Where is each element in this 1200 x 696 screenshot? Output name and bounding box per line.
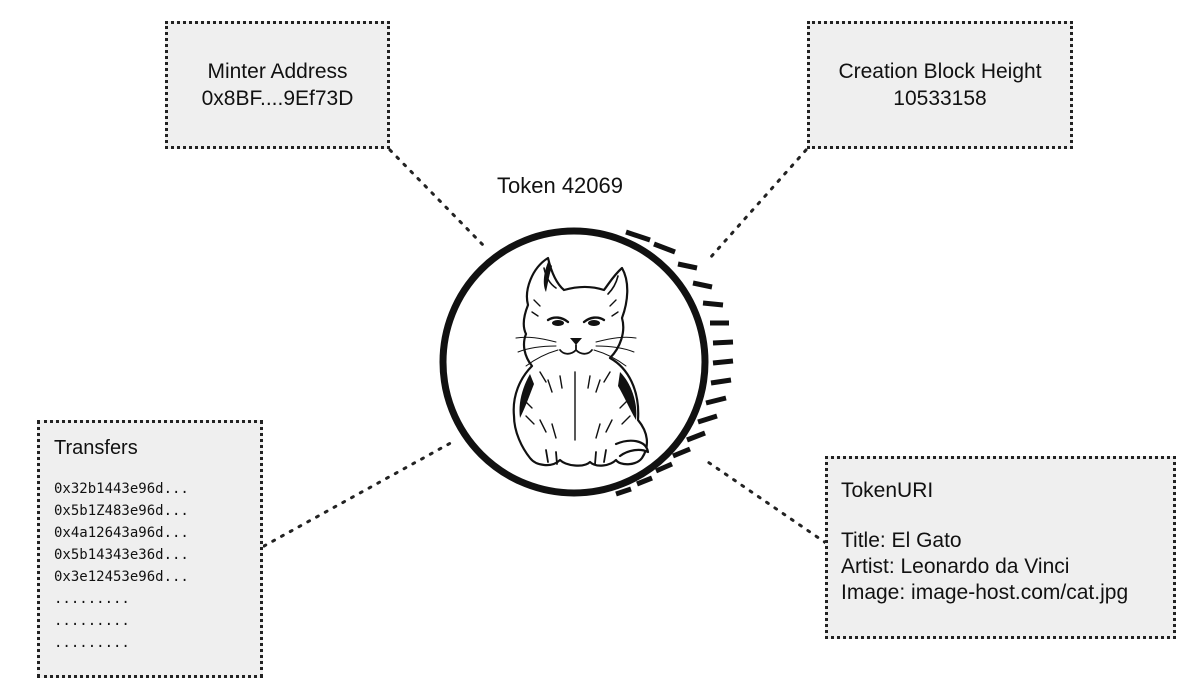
minter-address-label: Minter Address	[207, 60, 348, 83]
transfers-box: Transfers 0x32b1443e96d... 0x5b1Z483e96d…	[37, 420, 263, 678]
token-title: Token 42069	[497, 173, 623, 198]
connector-tokenuri	[703, 458, 828, 545]
connector-creation	[708, 148, 808, 260]
creation-block-value: 10533158	[893, 87, 987, 110]
transfer-item: .........	[54, 591, 130, 607]
transfer-item: 0x32b1443e96d...	[54, 481, 189, 497]
minter-address-value: 0x8BF....9Ef73D	[201, 87, 354, 110]
tokenuri-box: TokenURI Title: El Gato Artist: Leonardo…	[825, 456, 1176, 639]
transfer-item: 0x5b1Z483e96d...	[54, 503, 189, 519]
transfer-item: 0x5b14343e36d...	[54, 547, 189, 563]
tokenuri-line-artist: Artist: Leonardo da Vinci	[841, 555, 1070, 578]
tokenuri-line-title: Title: El Gato	[841, 529, 962, 552]
tokenuri-line-image: Image: image-host.com/cat.jpg	[841, 581, 1129, 604]
transfers-title: Transfers	[54, 437, 138, 459]
transfer-item: .........	[54, 635, 130, 651]
creation-block-label: Creation Block Height	[838, 60, 1042, 83]
cat-illustration	[512, 256, 650, 467]
tokenuri-title: TokenURI	[841, 479, 934, 502]
transfer-item: .........	[54, 613, 130, 629]
transfer-item: 0x4a12643a96d...	[54, 525, 189, 541]
minter-address-box: Minter Address 0x8BF....9Ef73D	[165, 21, 390, 149]
connector-transfers	[262, 438, 458, 548]
coin-edge	[615, 229, 734, 497]
transfer-list: 0x32b1443e96d... 0x5b1Z483e96d... 0x4a12…	[54, 478, 260, 654]
transfer-item: 0x3e12453e96d...	[54, 569, 189, 585]
connector-minter	[388, 148, 485, 247]
creation-block-box: Creation Block Height 10533158	[807, 21, 1073, 149]
